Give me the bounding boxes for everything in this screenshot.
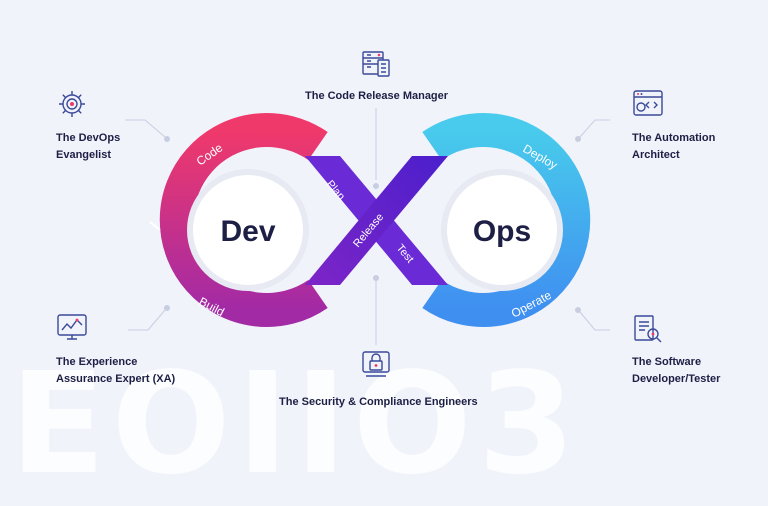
role-experience-assurance-expert: The Experience Assurance Expert (XA): [56, 354, 175, 388]
ops-disc: [444, 172, 560, 288]
role-code-release-manager: The Code Release Manager: [305, 90, 449, 102]
role-line: Assurance Expert (XA): [56, 373, 176, 385]
role-line: The Automation: [632, 132, 716, 144]
connector-dot: [164, 305, 170, 311]
role-line: The Experience: [56, 356, 138, 368]
role-line: The DevOps: [56, 132, 121, 144]
dashboard-monitor-icon: [57, 314, 87, 340]
dev-loop: [149, 113, 328, 327]
role-line: The Software: [632, 356, 702, 368]
ops-loop: [422, 113, 591, 327]
connector-dot: [373, 275, 379, 281]
connector-lines: [125, 108, 610, 345]
role-devops-evangelist: The DevOps Evangelist: [56, 130, 120, 164]
role-line: Architect: [632, 149, 680, 161]
devops-infinity-diagram: EOIIO3: [10, 51, 720, 495]
dev-label: Dev: [220, 215, 275, 248]
ops-label: Ops: [473, 215, 531, 248]
connector-dot: [373, 183, 379, 189]
connector-dot: [575, 307, 581, 313]
dev-disc: [190, 172, 306, 288]
role-security-compliance-engineers: The Security & Compliance Engineers: [279, 396, 478, 408]
connector-dot: [575, 136, 581, 142]
infinity-loop-graphic: Dev Ops Code Build Plan Release Test Dep…: [125, 108, 610, 345]
document-search-icon: [634, 315, 662, 343]
code-window-icon: [633, 90, 663, 116]
release-band: [305, 156, 448, 285]
role-automation-architect: The Automation Architect: [632, 130, 715, 164]
server-rack-icon: [362, 51, 390, 77]
gear-icon: [59, 91, 85, 117]
role-line: Evangelist: [56, 149, 112, 161]
padlock-icon: [362, 351, 390, 377]
role-line: Developer/Tester: [632, 373, 721, 385]
role-software-developer-tester: The Software Developer/Tester: [632, 354, 720, 388]
connector-dot: [164, 136, 170, 142]
